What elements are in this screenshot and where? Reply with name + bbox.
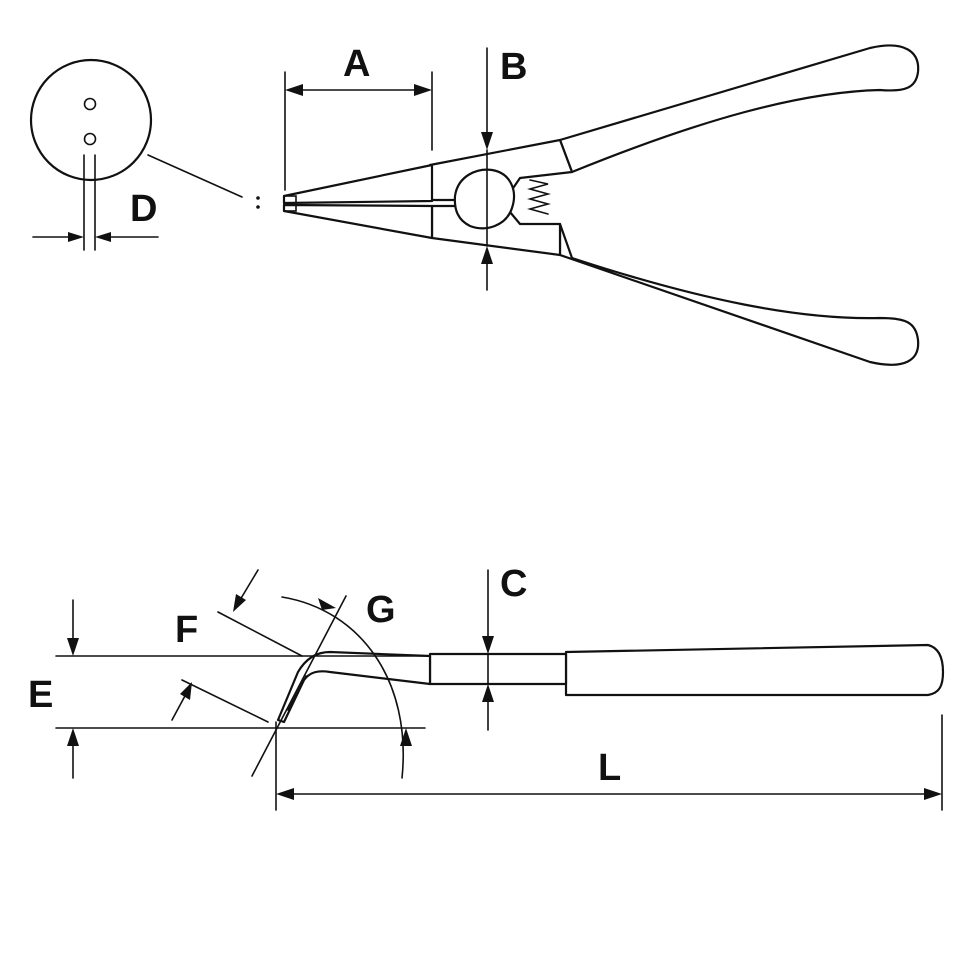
dim-c-arrow-bottom xyxy=(482,684,494,702)
side-view: C E F G xyxy=(28,563,945,811)
dim-b-arrow-bottom xyxy=(481,246,493,264)
dim-b-arrow-top xyxy=(481,132,493,150)
label-l: L xyxy=(598,747,621,789)
dim-a-arrow-left xyxy=(285,84,303,96)
dim-f-ext-top xyxy=(217,611,303,657)
dim-f-line-bottom xyxy=(171,693,187,721)
dim-d-arrow-right xyxy=(95,232,111,242)
lower-jaw xyxy=(282,203,434,240)
dimension-e: E xyxy=(28,599,431,779)
label-g: G xyxy=(366,589,396,631)
side-tip-inner-line xyxy=(287,675,307,711)
pivot-joint xyxy=(453,168,516,230)
dim-l-arrow-right xyxy=(924,788,942,800)
pliers-top-view xyxy=(282,44,920,366)
side-neck xyxy=(428,652,568,686)
dim-e-arrow-bottom xyxy=(67,728,79,746)
detail-circle xyxy=(29,58,153,182)
dim-f-arrow-top xyxy=(233,594,246,612)
dimension-g: G xyxy=(251,589,412,779)
dim-f-line-top xyxy=(239,569,259,601)
dim-g-arrow-top xyxy=(318,598,336,610)
top-view: D xyxy=(29,43,920,366)
dim-g-arrow-bottom xyxy=(400,728,412,746)
tip-dot-1 xyxy=(256,196,260,200)
dim-a-arrow-right xyxy=(414,84,432,96)
tip-dot-2 xyxy=(256,205,260,209)
label-d: D xyxy=(130,188,157,230)
upper-jaw xyxy=(282,163,434,205)
detail-leader-line xyxy=(147,154,243,198)
spring xyxy=(527,179,551,215)
tip-hole-upper xyxy=(83,97,97,111)
dimension-l: L xyxy=(275,714,943,811)
label-a: A xyxy=(343,43,370,85)
dim-d-arrow-left xyxy=(68,232,84,242)
label-e: E xyxy=(28,674,53,716)
label-f: F xyxy=(175,609,198,651)
dim-l-arrow-left xyxy=(276,788,294,800)
dim-f-ext-bottom xyxy=(181,679,269,723)
tip-detail-view: D xyxy=(29,58,243,251)
dim-c-arrow-top xyxy=(482,636,494,654)
dimension-b: B xyxy=(481,46,527,291)
upper-handle-grip xyxy=(558,44,920,174)
label-b: B xyxy=(500,46,527,88)
dim-e-arrow-top xyxy=(67,638,79,656)
side-handle-grip xyxy=(564,643,945,697)
dim-f-arrow-bottom xyxy=(180,682,192,700)
tip-hole-lower xyxy=(83,132,97,146)
dimension-f: F xyxy=(171,569,303,723)
label-c: C xyxy=(500,563,527,605)
dim-g-angle-line xyxy=(251,595,347,777)
dimension-a: A xyxy=(284,43,433,191)
jaw-tip xyxy=(283,195,297,212)
dimension-c: C xyxy=(482,563,527,731)
side-bent-tip xyxy=(276,650,432,724)
lower-handle-grip xyxy=(558,222,920,366)
